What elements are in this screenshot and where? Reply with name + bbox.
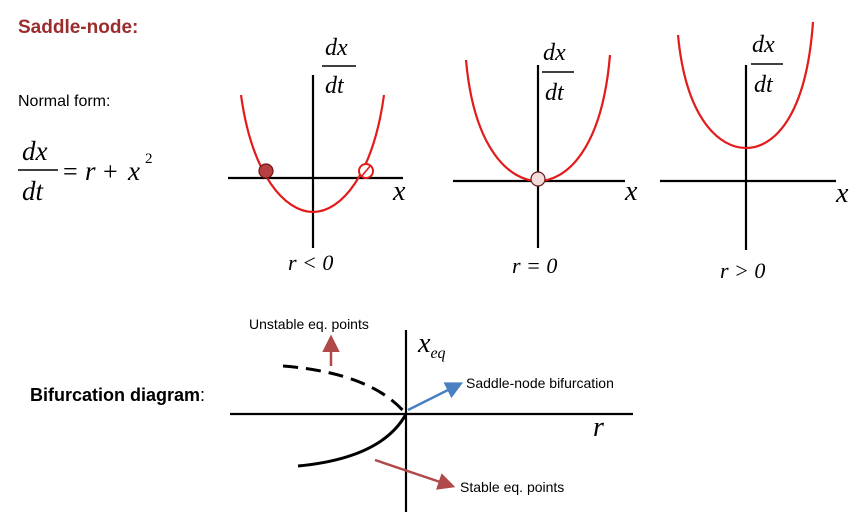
unstable-label: Unstable eq. points (249, 316, 369, 332)
equation-equals: = (63, 157, 78, 186)
y-axis-label-denominator: dt (754, 72, 774, 98)
phase-plot-r-negative: dx dt x r < 0 (228, 35, 406, 275)
equation-denominator: dt (22, 176, 45, 206)
xeq-axis-label: xeq (417, 328, 446, 362)
x-axis-label: x (835, 178, 849, 209)
unstable-branch-dashed (282, 364, 408, 415)
r-axis-label: r (593, 412, 604, 443)
bifurcation-diagram-label: Bifurcation diagram: (30, 385, 205, 405)
stable-arrow (374, 458, 456, 490)
phase-plot-r-zero: dx dt x r = 0 (453, 40, 638, 278)
stable-branch-solid (297, 413, 408, 468)
unstable-point-stroke (360, 164, 372, 178)
phase-plot-r-positive: dx dt x r > 0 (660, 21, 849, 283)
parabola-curve (676, 21, 815, 150)
y-axis-label-denominator: dt (545, 80, 565, 106)
normal-form-equation: dx dt = r + x 2 (18, 136, 153, 206)
normal-form-label: Normal form: (18, 93, 110, 110)
y-axis-label-numerator: dx (325, 35, 348, 61)
condition-label: r < 0 (288, 250, 333, 275)
saddle-node-label: Saddle-node bifurcation (466, 375, 614, 391)
condition-label: r = 0 (512, 253, 557, 278)
condition-label: r > 0 (720, 258, 765, 283)
equation-numerator: dx (22, 136, 48, 166)
equation-exponent: 2 (145, 151, 153, 167)
stable-equilibrium-point (258, 163, 274, 179)
y-axis-label-numerator: dx (543, 40, 566, 66)
half-stable-equilibrium-point (530, 171, 546, 187)
equation-plus: + (103, 157, 118, 186)
y-axis-label-denominator: dt (325, 73, 345, 99)
equation-r: r (85, 156, 96, 186)
bifurcation-diagram: Bifurcation diagram: xeq r Unstable eq. … (30, 316, 633, 512)
x-axis-label: x (392, 176, 406, 207)
y-axis-label-numerator: dx (752, 32, 775, 58)
equation-x: x (127, 156, 140, 186)
stable-label: Stable eq. points (460, 479, 564, 495)
saddle-node-arrow (407, 382, 464, 412)
parabola-curve (239, 94, 386, 214)
x-axis-label: x (624, 176, 638, 207)
section-title: Saddle-node: (18, 17, 138, 38)
